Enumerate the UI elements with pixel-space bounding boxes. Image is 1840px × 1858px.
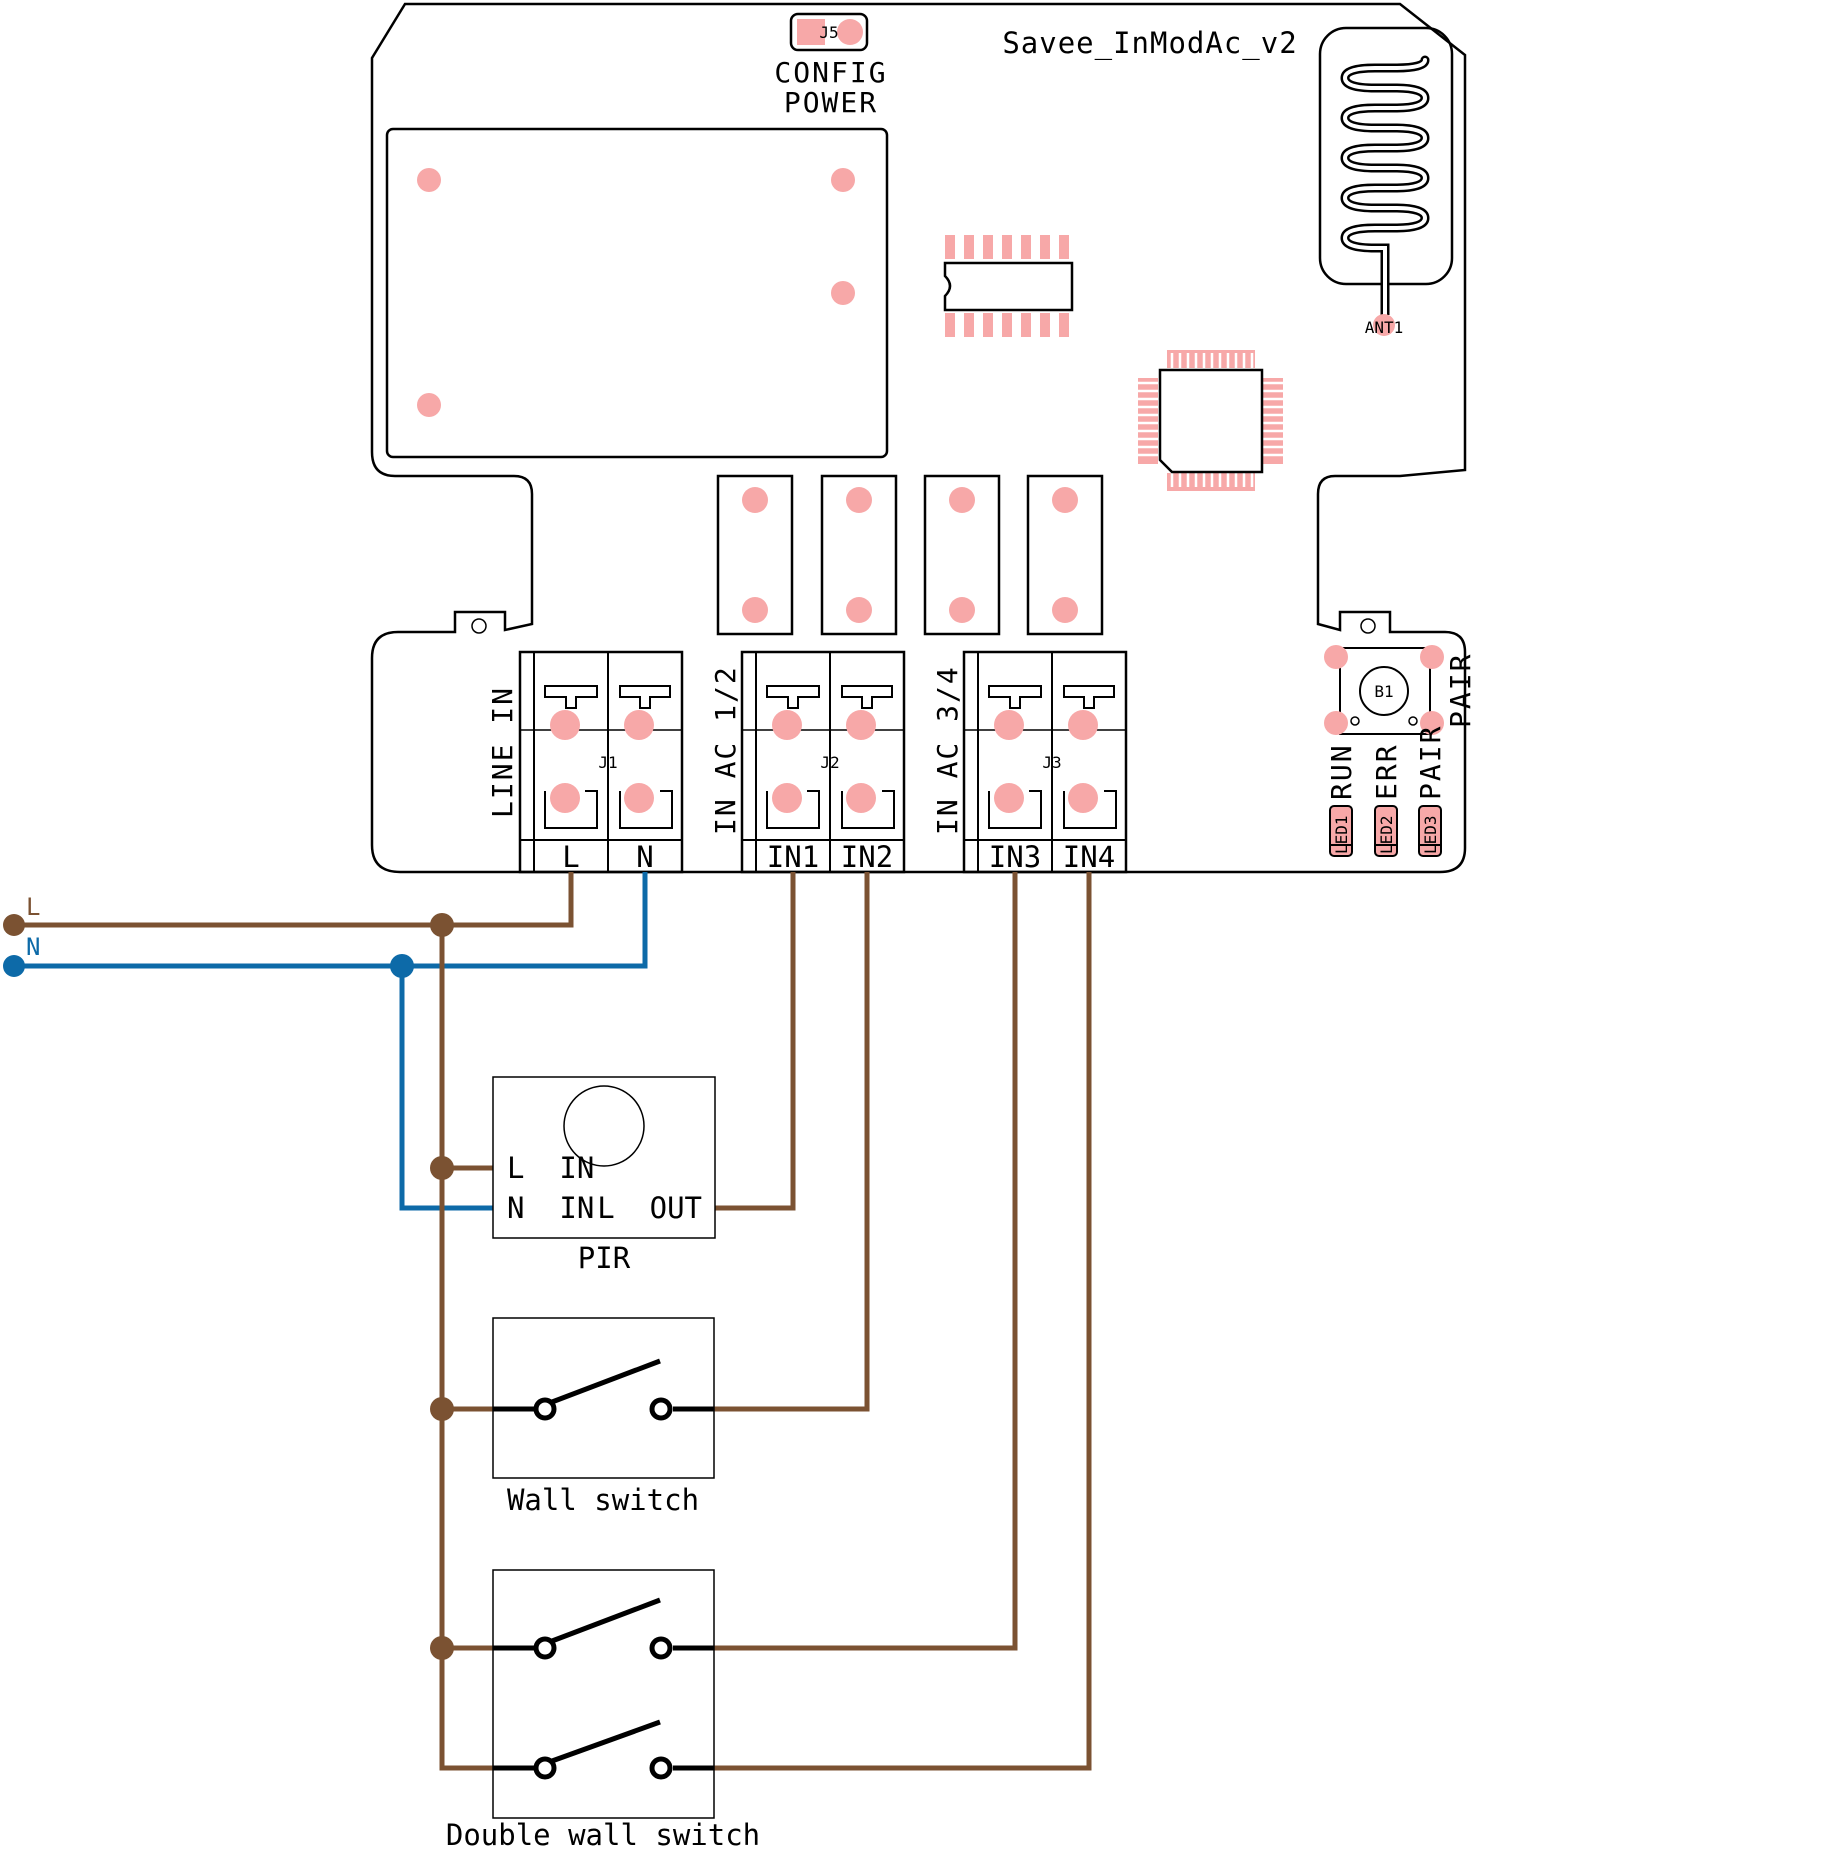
double-wall-switch-name: Double wall switch [446, 1818, 760, 1852]
led3 [1418, 805, 1442, 857]
button-label: PAIR [1444, 653, 1477, 728]
pir-name: PIR [578, 1241, 631, 1275]
j3-ref: J3 [1042, 753, 1061, 772]
junction-neutral [390, 954, 414, 978]
junction-wall-switch [430, 1397, 454, 1421]
antenna-label: ANT1 [1365, 318, 1404, 337]
j3-group-label: IN AC 3/4 [931, 665, 964, 835]
led1-label: RUN [1325, 743, 1358, 800]
line-input-dot [3, 914, 25, 936]
j2-ref: J2 [820, 753, 839, 772]
led3-label: PAIR [1414, 725, 1447, 800]
antenna-ant1 [1318, 26, 1454, 336]
mains-line-label: L [26, 893, 40, 921]
wall-switch-name: Wall switch [507, 1483, 699, 1517]
soic-chip [943, 235, 1074, 337]
pair-button-b1 [1324, 645, 1444, 735]
mains-neutral-label: N [26, 933, 40, 961]
jumper-label-power: POWER [784, 86, 878, 119]
led1-ref: LED1 [1332, 815, 1351, 854]
neutral-input-dot [3, 955, 25, 977]
j1-pin-n: N [636, 840, 653, 874]
relay-footprint [385, 127, 889, 459]
led1 [1329, 805, 1353, 857]
jumper-j5: J5 [789, 12, 869, 52]
wall-switch [492, 1317, 715, 1479]
j1-group-label: LINE IN [486, 686, 519, 818]
neutral-wiring [14, 872, 648, 1211]
j2-pin-in2: IN2 [841, 840, 893, 874]
line-wiring [14, 872, 1092, 1771]
pir-l-in: L IN [507, 1151, 594, 1185]
double-wall-switch [492, 1569, 715, 1819]
jumper-label-config: CONFIG [774, 56, 887, 89]
led2 [1374, 805, 1398, 857]
pir-device [492, 1076, 716, 1239]
junction-pir [430, 1156, 454, 1180]
terminal-block-j2 [740, 650, 906, 874]
board-outline [370, 2, 1467, 874]
button-ref: B1 [1374, 682, 1393, 701]
j3-pin-in4: IN4 [1063, 840, 1115, 874]
led2-label: ERR [1370, 743, 1403, 800]
jumper-ref: J5 [819, 23, 838, 42]
led3-ref: LED3 [1421, 815, 1440, 854]
pir-l-out: L OUT [597, 1191, 702, 1225]
junction-double-switch [430, 1636, 454, 1660]
j1-ref: J1 [598, 753, 617, 772]
terminal-block-j1 [518, 650, 684, 874]
board-title: Savee_InModAc_v2 [1002, 26, 1297, 61]
j2-pin-in1: IN1 [767, 840, 819, 874]
component-row [716, 474, 1104, 636]
j2-group-label: IN AC 1/2 [709, 665, 742, 835]
j3-pin-in3: IN3 [989, 840, 1041, 874]
junction-line [430, 913, 454, 937]
led2-ref: LED2 [1377, 815, 1396, 854]
pir-n-in: N IN [507, 1191, 594, 1225]
terminal-block-j3 [962, 650, 1128, 874]
mounting-hole-left [471, 618, 487, 634]
qfp-mcu [1138, 350, 1283, 491]
j1-pin-l: L [562, 840, 579, 874]
mounting-hole-right [1360, 618, 1376, 634]
